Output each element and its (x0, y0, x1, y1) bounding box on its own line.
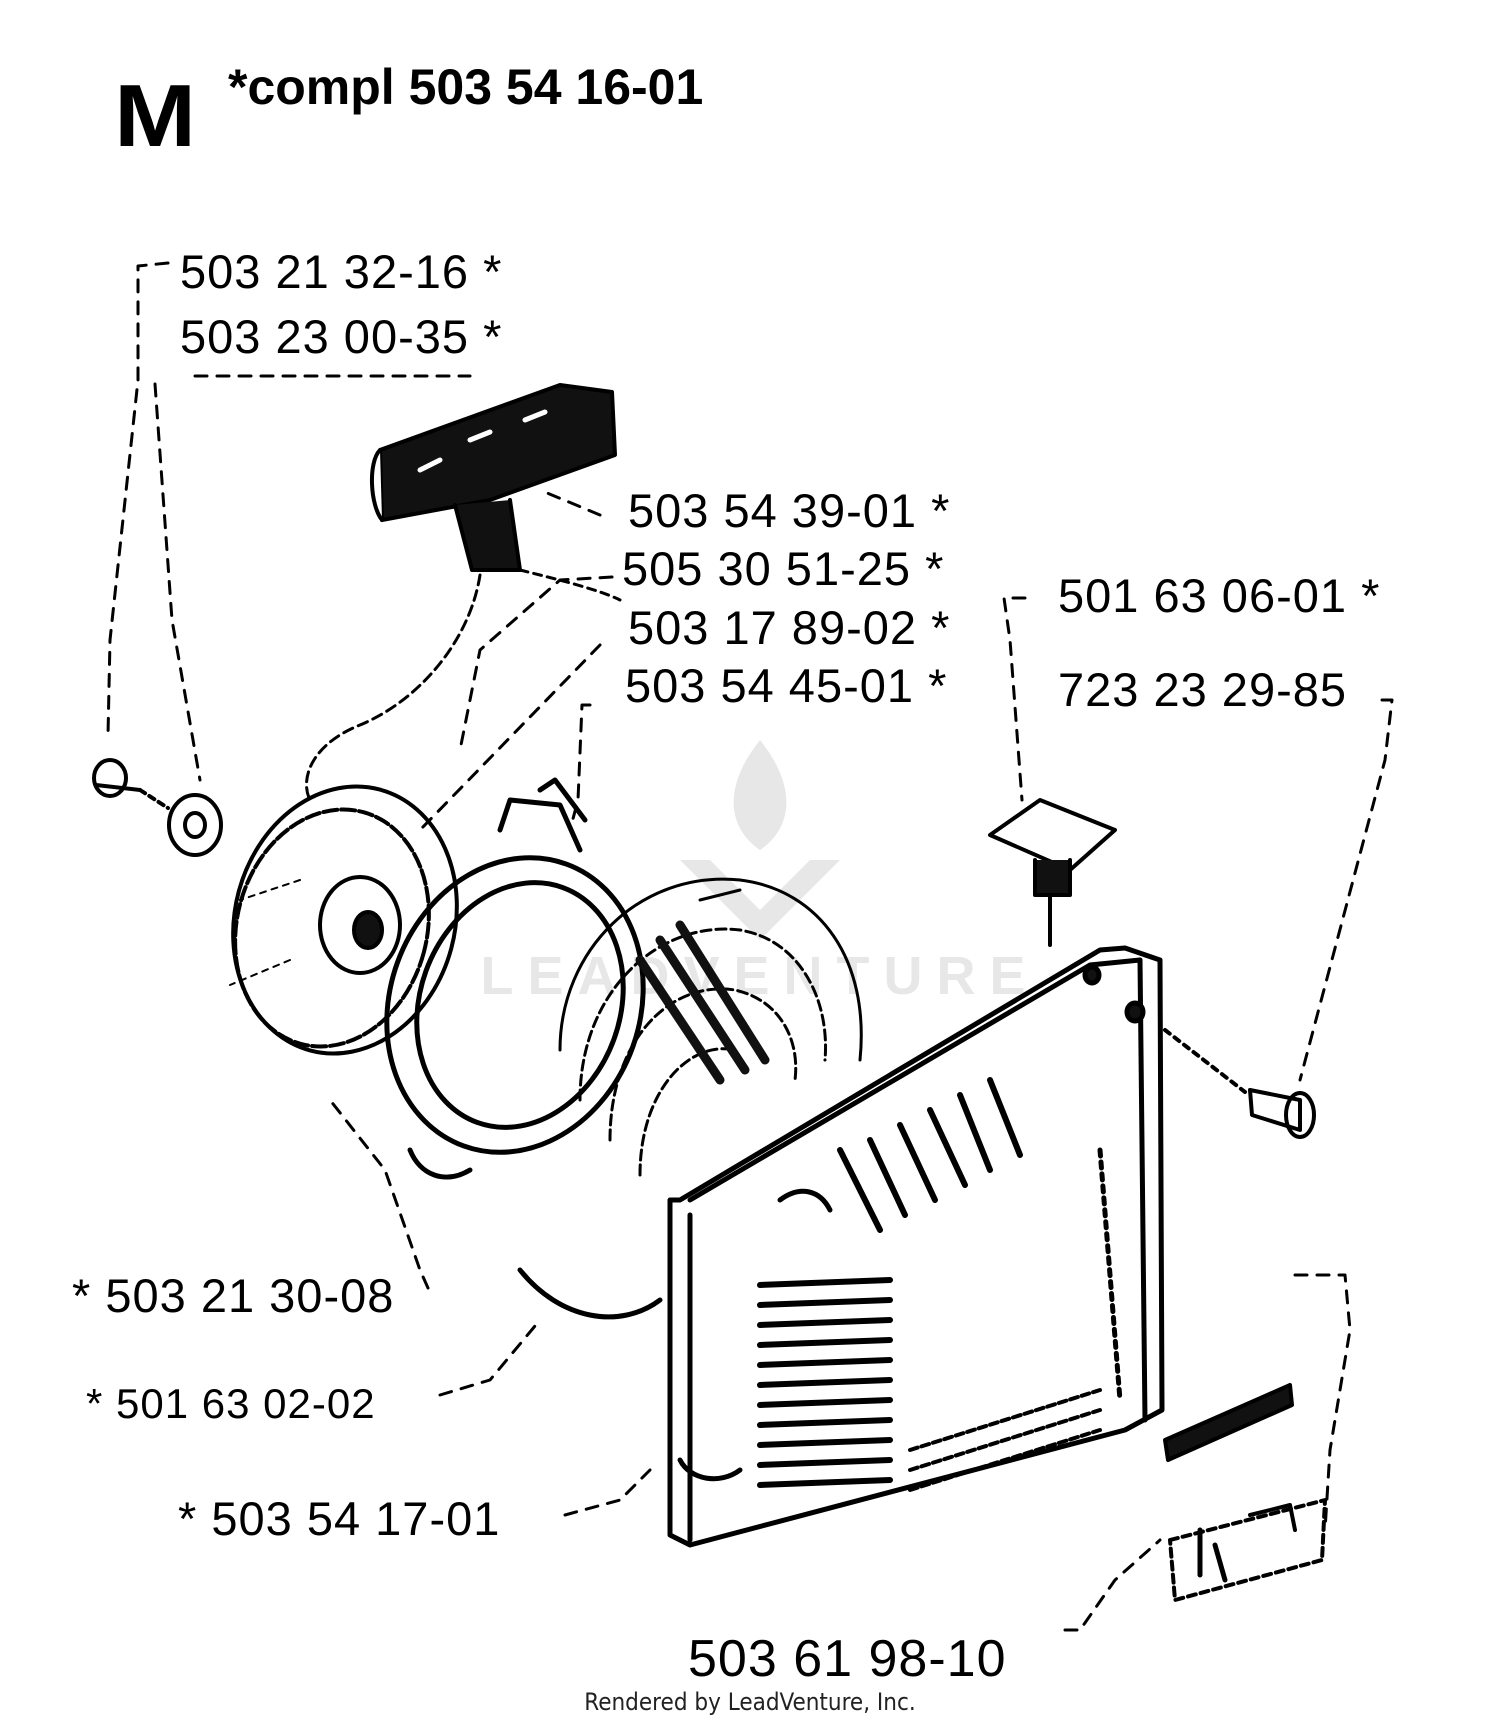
fan-wheel (517, 877, 863, 1320)
assembly-title: *compl 503 54 16-01 (228, 59, 704, 115)
section-letter: M (114, 66, 196, 165)
part-callout[interactable]: * 501 63 02-02 (86, 1380, 376, 1427)
part-callout[interactable]: * 503 21 30-08 (72, 1269, 395, 1322)
part-callout[interactable]: 723 23 29-85 (1058, 663, 1348, 716)
footer-credit: Rendered by LeadVenture, Inc. (584, 1688, 916, 1716)
screw-left (92, 758, 223, 857)
screw-right (1163, 1028, 1316, 1139)
starter-handle (305, 383, 622, 802)
pulley-disc (229, 784, 459, 1056)
part-callout[interactable]: 503 23 00-35 * (180, 310, 503, 363)
part-callout[interactable]: 503 17 89-02 * (628, 601, 951, 654)
part-callout[interactable]: 503 21 32-16 * (180, 245, 503, 298)
part-callout[interactable]: 505 30 51-25 * (622, 542, 945, 595)
part-callout[interactable]: 503 61 98-10 (688, 1630, 1007, 1688)
part-callout[interactable]: 503 54 39-01 * (628, 484, 951, 537)
part-callout[interactable]: 503 54 45-01 * (625, 659, 948, 712)
part-callout[interactable]: 501 63 06-01 * (1058, 569, 1381, 622)
leader-lines (106, 261, 1394, 1632)
part-callout[interactable]: * 503 54 17-01 (178, 1492, 501, 1545)
starter-cover (667, 945, 1165, 1548)
decal (1163, 1383, 1327, 1602)
bolt-right-top (988, 798, 1117, 947)
flame-logo-icon (680, 740, 840, 940)
leadventure-watermark: LEADVENTURE (480, 730, 1040, 1010)
watermark-text: LEADVENTURE (480, 946, 1040, 1006)
